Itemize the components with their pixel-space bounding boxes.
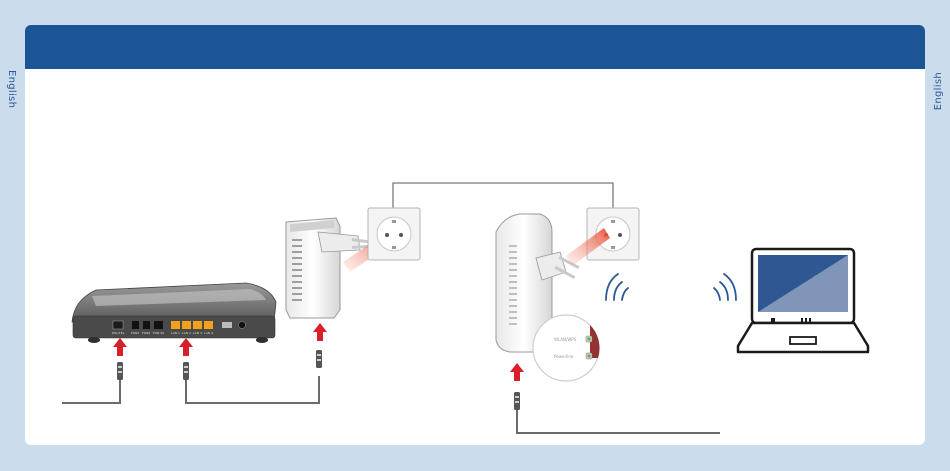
router-port-usb xyxy=(222,322,232,328)
router-port-fon2 xyxy=(143,321,150,329)
powerline-adapter-1 xyxy=(286,218,372,318)
wlan-led xyxy=(588,338,591,341)
router-port-label: FON S0 xyxy=(153,331,164,335)
socket-link-line xyxy=(393,183,613,226)
network-cable-adapter-1 xyxy=(316,350,322,368)
arrow-up-icon xyxy=(113,338,127,356)
router-port-fons0 xyxy=(154,321,163,329)
router-port-label: FON2 xyxy=(142,331,150,335)
laptop-icon xyxy=(738,249,868,352)
router-port-lan2 xyxy=(182,321,191,329)
network-cable-adapter-2 xyxy=(514,392,720,433)
router-port-label: LAN 2 xyxy=(182,331,191,335)
led-label-wlan: WLAN/WPS xyxy=(554,337,577,342)
router-port-label: LAN 1 xyxy=(171,331,180,335)
router-port-lan1 xyxy=(171,321,180,329)
router-port-lan4 xyxy=(204,321,213,329)
arrow-up-icon xyxy=(313,323,327,341)
wall-socket-1 xyxy=(368,208,420,260)
arrow-up-icon xyxy=(510,363,524,381)
router-port-label: LAN 4 xyxy=(204,331,213,335)
router-port-lan3 xyxy=(193,321,202,329)
wifi-waves-icon xyxy=(606,274,736,300)
led-label-powerline: Powerline xyxy=(554,354,574,359)
router-port-label: DSL/TEL xyxy=(112,331,125,335)
network-cable-dsl xyxy=(62,362,123,403)
arrow-up-icon xyxy=(179,338,193,356)
router-port-dsl xyxy=(113,321,123,329)
router-port-label: FON1 xyxy=(131,331,139,335)
router-port-fon1 xyxy=(132,321,139,329)
network-cable-lan xyxy=(183,362,319,403)
router-port-label: LAN 3 xyxy=(193,331,202,335)
wall-socket-2 xyxy=(587,208,639,260)
router-device: DSL/TEL FON1 FON2 FON S0 LAN 1 LAN 2 LAN… xyxy=(72,283,276,343)
led-magnifier: WLAN/WPS Powerline xyxy=(533,315,599,381)
router-power-jack xyxy=(239,322,246,329)
powerline-led xyxy=(588,355,591,358)
